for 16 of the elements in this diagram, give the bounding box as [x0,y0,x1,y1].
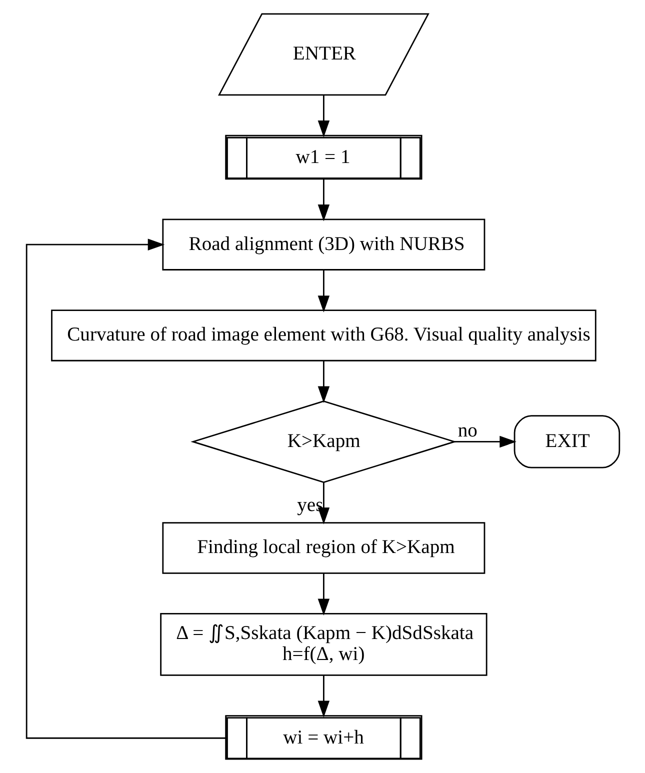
node-box: EXIT [513,415,620,468]
arrow [317,675,330,718]
arrow [317,482,330,524]
arrow [317,179,330,222]
arrow [317,360,330,404]
node-diamond: K>Kapm [190,400,456,483]
node-box: Finding local region of K>Kapm [162,522,485,574]
arrow [25,238,226,739]
node-box: Curvature of road image element with G68. Visual quality analysis [50,310,596,362]
node-box: Road alignment (3D) with NURBS [162,218,485,270]
node-box: Δ = ∬S,Sskata (Kapm − K)dSdSskata h=f(Δ, wi) [160,613,487,676]
arrow [317,95,330,138]
arrow [454,436,516,448]
arrow [317,270,330,312]
arrow [317,573,330,616]
edge-label: no [457,420,477,442]
